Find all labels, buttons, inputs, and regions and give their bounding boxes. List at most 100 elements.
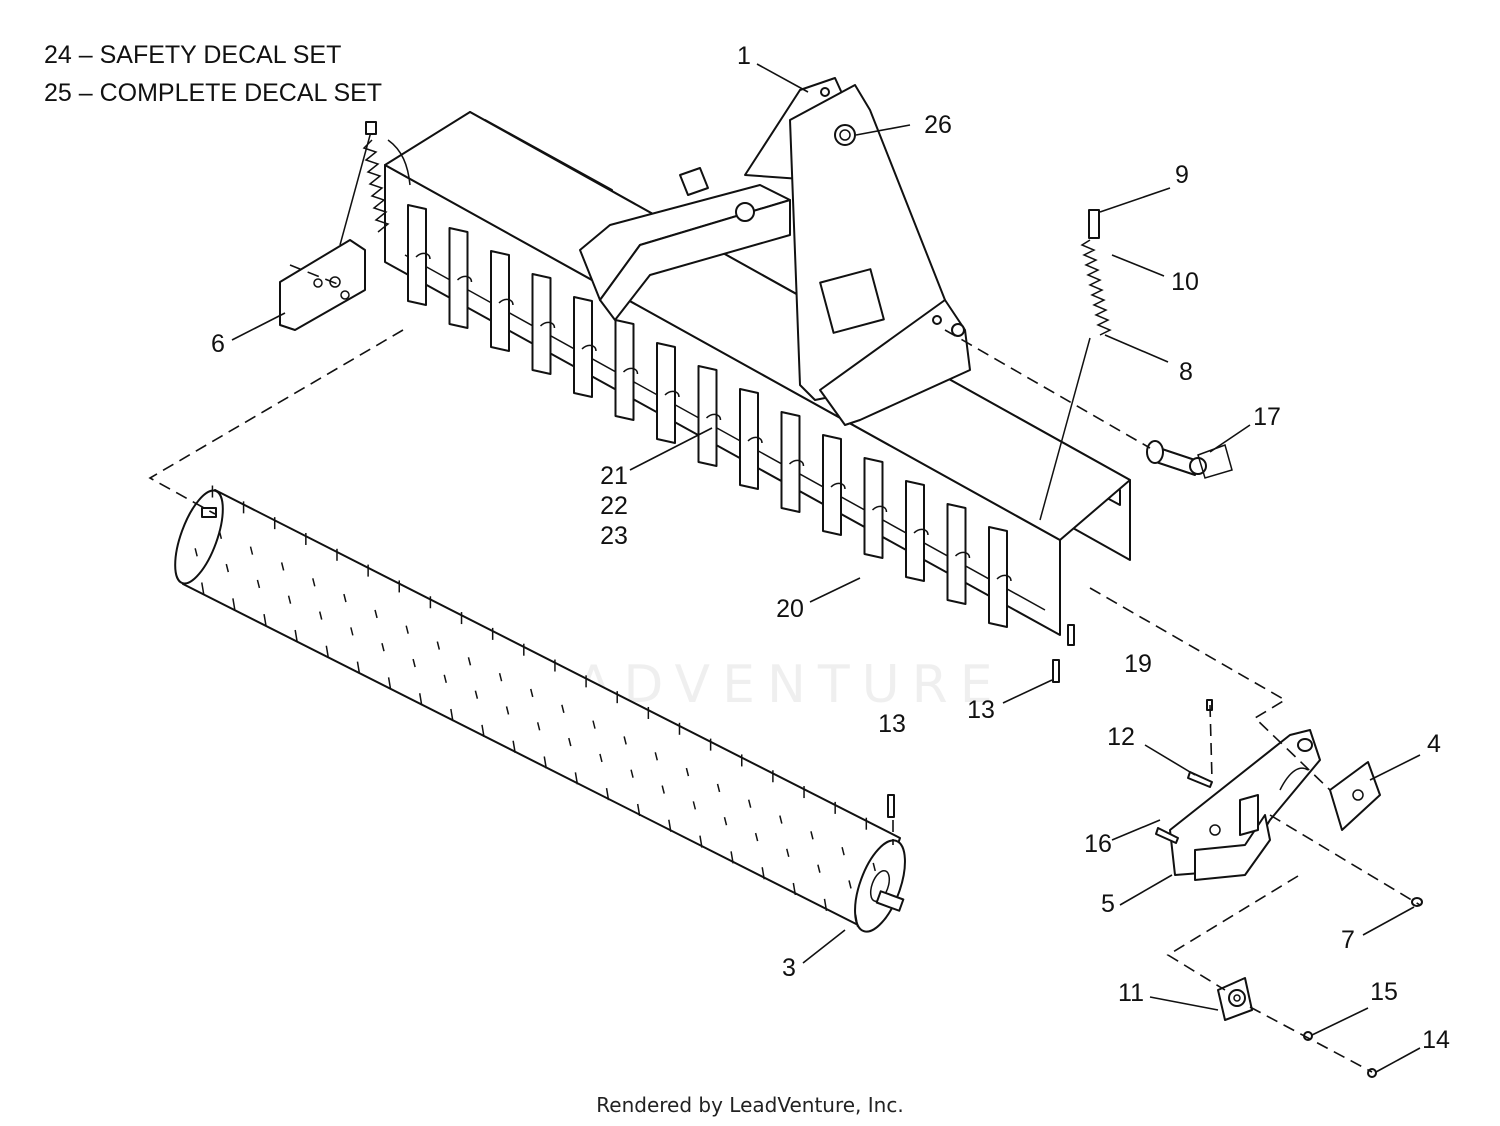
callout-13-roller: 13: [878, 710, 906, 738]
roller-spike: [668, 819, 672, 832]
callout-3: 3: [782, 954, 796, 982]
tine-clip: [871, 505, 888, 513]
callout-8: 8: [1179, 358, 1193, 386]
roller-spike: [436, 641, 441, 650]
roller-spike: [374, 609, 378, 619]
tine-clip: [788, 459, 805, 467]
callout-22: 22: [600, 492, 628, 520]
roller-spike: [287, 595, 292, 604]
roller-spike: [418, 693, 423, 706]
roller-spike: [786, 848, 790, 858]
roller-spike: [810, 831, 814, 840]
roller-spike: [817, 864, 821, 873]
roller-spike: [350, 627, 354, 636]
roller-spike: [841, 846, 845, 856]
roller-spike: [692, 801, 697, 810]
roller-spike: [543, 756, 548, 769]
roller-spike: [280, 562, 285, 571]
roller-spike: [699, 835, 703, 848]
roller-spike: [467, 657, 472, 666]
roller-spike: [592, 720, 596, 729]
lynch-pin: [1146, 440, 1233, 479]
callout-12: 12: [1107, 723, 1135, 751]
leader-lines: [231, 63, 1421, 1073]
roller-spike: [318, 611, 323, 620]
roller-spike: [754, 832, 759, 842]
tine-blade: [988, 526, 1008, 628]
roller-spike: [848, 880, 852, 889]
roller-spike: [481, 724, 485, 737]
tine-clip: [954, 551, 971, 559]
roller-spike: [747, 799, 752, 808]
roller-spike: [194, 548, 198, 557]
roller-spike: [630, 769, 634, 778]
tine-clip: [622, 367, 639, 375]
hitch-a-frame: [579, 77, 971, 426]
tine-blade: [946, 503, 967, 605]
tine-blade: [490, 250, 510, 352]
tine-clip: [913, 528, 929, 536]
assembly-lines: [148, 264, 1421, 1073]
tine-roller: [174, 489, 906, 933]
roller-spike: [256, 579, 261, 589]
roller-spike: [561, 704, 565, 713]
callout-20: 20: [776, 595, 804, 623]
roller-spike: [761, 867, 765, 880]
legend-safety-decal-set: 24 – SAFETY DECAL SET: [44, 41, 342, 69]
tine-blades: [407, 204, 1012, 628]
roller-spike: [716, 783, 721, 793]
tine-clip: [539, 321, 556, 329]
tine-blade: [822, 434, 842, 536]
roller-spike: [294, 629, 298, 643]
side-bracket-left: [279, 239, 366, 331]
tine-clip: [456, 275, 473, 283]
roller-spike: [623, 736, 627, 745]
footer-credit: Rendered by LeadVenture, Inc.: [596, 1093, 904, 1117]
roller-spike: [505, 706, 510, 715]
tine-blade: [573, 296, 593, 398]
roller-spike: [536, 722, 541, 731]
bracket-plate: [1329, 761, 1381, 831]
tine-clip: [830, 482, 846, 490]
callout-15: 15: [1370, 978, 1398, 1006]
tine-blade: [448, 227, 469, 329]
hardware: [887, 624, 1423, 1078]
side-bracket-right: [1169, 729, 1321, 881]
flange-bearing: [1217, 977, 1253, 1021]
tine-clip: [664, 390, 680, 398]
callout-14: 14: [1422, 1026, 1450, 1054]
roller-spike: [218, 530, 223, 539]
legend-complete-decal-set: 25 – COMPLETE DECAL SET: [44, 79, 383, 107]
roller-spike: [387, 677, 392, 690]
tine-clip: [996, 574, 1012, 582]
tine-clip: [415, 252, 431, 260]
tine-blade: [863, 457, 884, 559]
roller-spike: [325, 645, 330, 658]
callout-5: 5: [1101, 890, 1115, 918]
roller-spike: [201, 582, 205, 595]
roller-spike: [450, 708, 454, 722]
roller-spike: [512, 740, 516, 753]
roller-spike: [343, 593, 347, 603]
callout-labels: 1 26 9 10 8 17 6 21 22 23 20 13 13 19 12…: [211, 42, 1450, 1054]
callout-9: 9: [1175, 161, 1189, 189]
tine-blade: [780, 411, 801, 513]
callout-4: 4: [1427, 730, 1441, 758]
callout-11: 11: [1118, 979, 1144, 1007]
callout-17: 17: [1253, 403, 1281, 431]
roller-spike: [232, 598, 236, 611]
roller-spike: [823, 898, 828, 911]
tine-blade: [656, 342, 676, 444]
roller-spike: [381, 643, 385, 652]
roller-spike: [574, 772, 579, 785]
tine-clip: [498, 298, 514, 306]
roller-spike: [605, 788, 610, 801]
callout-13-frame: 13: [967, 696, 995, 724]
callout-23: 23: [600, 522, 628, 550]
roller-spike: [872, 862, 876, 872]
roller-spike: [661, 785, 665, 794]
callout-1: 1: [737, 42, 751, 70]
roller-spike: [854, 914, 859, 927]
tine-blade: [614, 319, 635, 421]
